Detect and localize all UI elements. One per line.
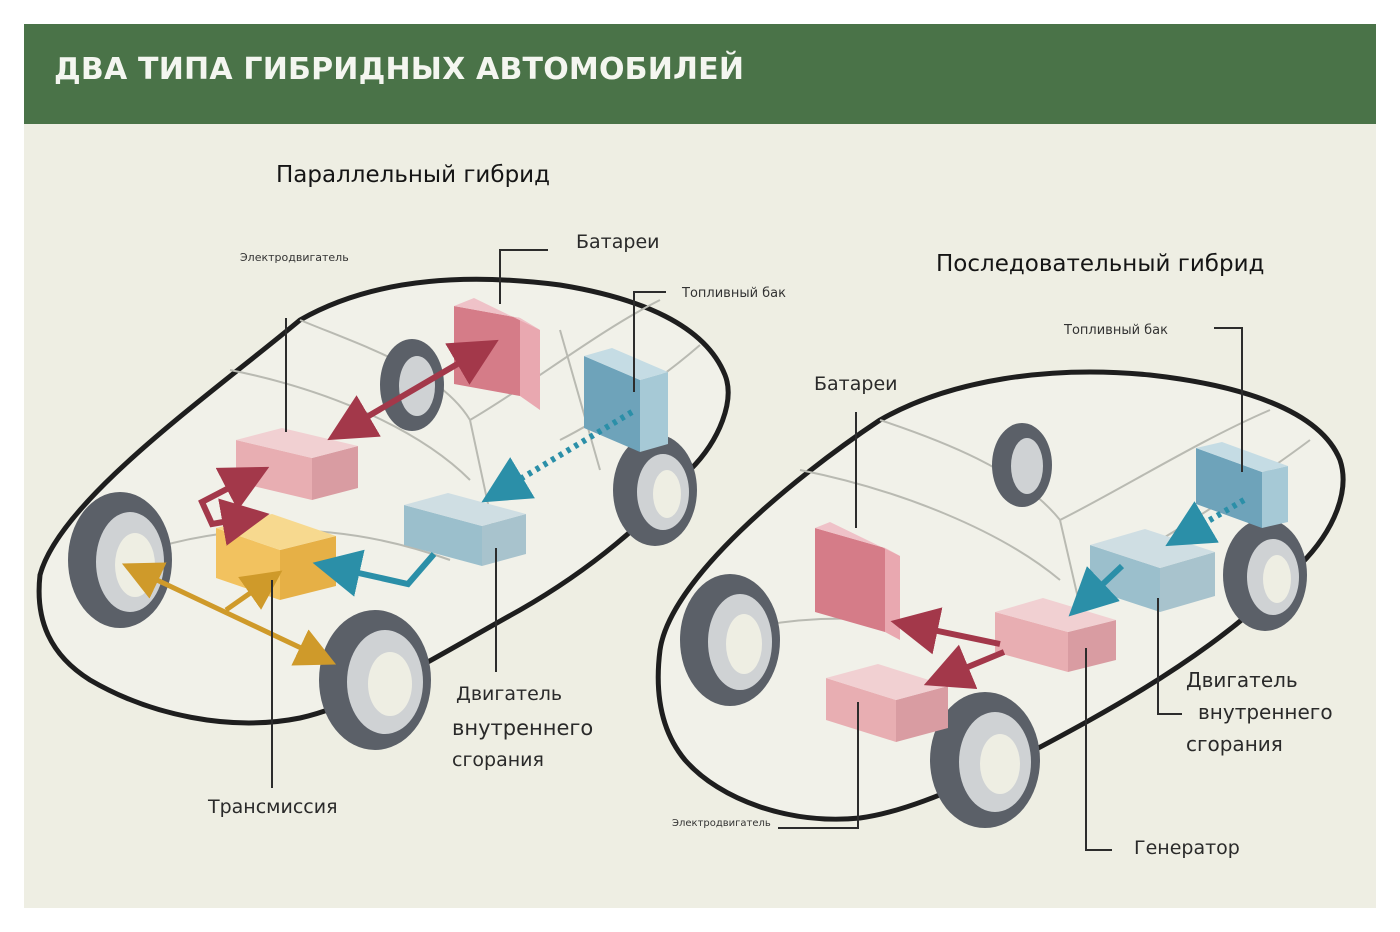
series-hybrid-car [655,327,1346,851]
parallel-engine-label-line3: сгорания [452,749,544,771]
series-electric-motor-block [826,664,948,742]
parallel-electric-motor-label: Электродвигатель [240,251,349,264]
parallel-electric-motor-block [236,428,358,500]
rear-left-wheel [380,339,444,431]
rear-right-wheel [1223,519,1307,631]
series-hybrid-heading: Последовательный гибрид [936,251,1265,277]
arrow-generator-to-battery [890,607,1001,655]
windshield-line [879,419,1061,521]
arrow-transmission-axle [224,570,283,613]
series-electric-motor-label: Электродвигатель [672,818,771,829]
rear-right-wheel [613,434,697,546]
series-engine-label-line1: Двигатель [1186,668,1298,692]
rear-door-line [559,329,601,471]
series-engine-label-line2: внутреннего [1198,700,1333,724]
series-battery-block [815,522,900,640]
arrow-motor-to-transmission [198,466,270,546]
leader-batteries [499,249,548,304]
front-left-wheel [680,574,780,706]
parallel-batteries-label: Батареи [576,231,660,253]
leader-generator [1085,648,1112,851]
leader-engine [1157,598,1182,715]
leader-fuel-tank [633,291,666,392]
front-right-wheel [319,610,431,750]
parallel-engine-label-line1: Двигатель [456,683,563,705]
leader-electric-motor [778,702,859,829]
front-left-wheel [68,492,172,628]
parallel-fuel-tank-label: Топливный бак [682,286,786,301]
series-batteries-label: Батареи [814,373,898,395]
parallel-hybrid-car [36,249,731,788]
series-engine-label-line3: сгорания [1186,732,1283,756]
series-generator-label: Генератор [1134,837,1240,859]
arrow-engine-to-transmission [312,549,437,597]
parallel-engine-block [404,493,526,566]
rear-left-wheel [992,423,1052,507]
arrow-fuel-to-engine [481,409,634,503]
series-fuel-tank-label: Топливный бак [1064,323,1168,338]
arrow-battery-to-motor [327,339,499,441]
arrow-fuel-to-engine [1165,497,1246,547]
parallel-engine-label-line2: внутреннего [452,716,594,740]
leader-fuel-tank [1214,327,1243,472]
arrow-engine-to-generator [1068,563,1125,617]
title-banner [24,24,1376,124]
page-title: ДВА ТИПА ГИБРИДНЫХ АВТОМОБИЛЕЙ [54,52,745,87]
front-right-wheel [930,692,1040,828]
parallel-transmission-label: Трансмиссия [208,796,338,818]
parallel-hybrid-heading: Параллельный гибрид [276,162,551,188]
parallel-fuel-tank-block [584,348,668,452]
roof-line [1059,409,1271,521]
hood-line [799,469,1061,581]
series-generator-block [995,598,1116,672]
arrow-transmission-wheels [121,562,337,666]
series-engine-block [1090,529,1215,612]
arrow-generator-to-motor [923,644,1006,689]
